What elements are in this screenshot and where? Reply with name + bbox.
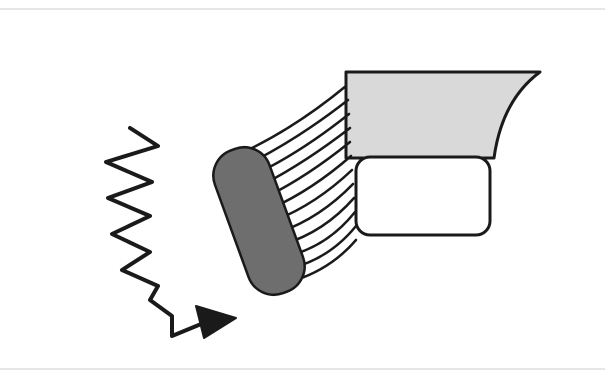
arrow-head <box>196 306 236 338</box>
fiber-line <box>252 86 346 148</box>
fiber-line <box>260 114 349 172</box>
shaded-tapered-block <box>346 72 540 158</box>
fiber-line <box>256 100 348 160</box>
zigzag-wave-arrow-icon <box>106 128 236 338</box>
rounded-white-rectangle <box>356 157 490 235</box>
zigzag-wave-line <box>106 128 206 336</box>
fiber-line <box>264 128 350 184</box>
